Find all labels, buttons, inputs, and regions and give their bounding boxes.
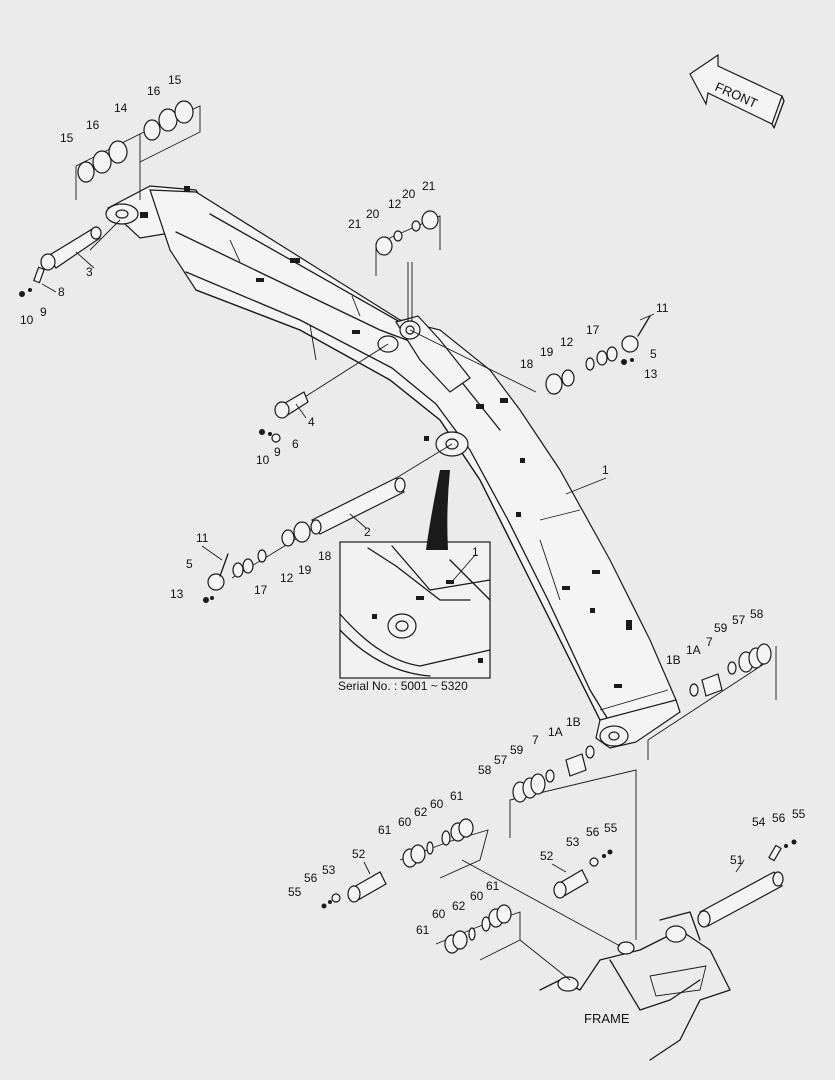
callout-label: 57 [732, 613, 746, 627]
callout-label: 9 [40, 305, 47, 319]
callout-label: 62 [452, 899, 466, 913]
callout-label: 53 [322, 863, 336, 877]
parts [19, 100, 797, 954]
callout-label: 8 [58, 285, 65, 299]
callout-label: 58 [478, 763, 492, 777]
callout-label: 12 [280, 571, 294, 585]
callout-label: 61 [416, 923, 430, 937]
callout-label: 21 [422, 179, 436, 193]
callout-label: 60 [432, 907, 446, 921]
callout-label: 5 [650, 347, 657, 361]
callout-label: 17 [254, 583, 268, 597]
callout-label: 52 [540, 849, 554, 863]
frame-label: FRAME [584, 1011, 630, 1026]
callout-label: 59 [510, 743, 524, 757]
callout-label: 60 [470, 889, 484, 903]
callout-label: 60 [430, 797, 444, 811]
callout-label: 6 [292, 437, 299, 451]
callout-label: 1A [686, 643, 701, 657]
callout-label: 17 [586, 323, 600, 337]
callout-label: 16 [86, 118, 100, 132]
callout-label: 62 [414, 805, 428, 819]
callout-label: 15 [168, 73, 182, 87]
callout-label: 9 [274, 445, 281, 459]
callout-label: 51 [730, 853, 744, 867]
callout-label: 55 [792, 807, 806, 821]
callout-label: 19 [540, 345, 554, 359]
callout-label: 19 [298, 563, 312, 577]
frame: FRAME [539, 911, 731, 1061]
callout-label: 11 [196, 531, 209, 545]
callout-label: 16 [147, 84, 161, 98]
callout-label: 13 [644, 367, 658, 381]
callout-label: 57 [494, 753, 508, 767]
callout-label: 55 [288, 885, 302, 899]
callout-label: 56 [304, 871, 318, 885]
callout-label: 15 [60, 131, 74, 145]
callout-label: 21 [348, 217, 362, 231]
callout-label: 10 [256, 453, 270, 467]
callout-label: 20 [366, 207, 380, 221]
callout-label: 1B [666, 653, 681, 667]
callout-label: 11 [656, 301, 669, 315]
callout-label: 18 [318, 549, 332, 563]
callout-label: 56 [772, 811, 786, 825]
callout-label: 59 [714, 621, 728, 635]
callout-label: 3 [86, 265, 93, 279]
callout-label: 1A [548, 725, 563, 739]
callout-label: 55 [604, 821, 618, 835]
callout-label: 61 [486, 879, 500, 893]
serial-caption: Serial No. : 5001 ~ 5320 [338, 679, 468, 693]
callout-label: 12 [388, 197, 402, 211]
inset-label: 1 [472, 545, 479, 559]
callout-label: 20 [402, 187, 416, 201]
callout-label: 60 [398, 815, 412, 829]
callout-label: 12 [560, 335, 574, 349]
callout-label: 13 [170, 587, 184, 601]
callout-label: 54 [752, 815, 766, 829]
front-arrow: FRONT [689, 53, 785, 129]
callout-label: 56 [586, 825, 600, 839]
callout-label: 58 [750, 607, 764, 621]
callout-label: 2 [364, 525, 371, 539]
callout-label: 1 [602, 463, 609, 477]
callout-label: 14 [114, 101, 128, 115]
boom-body [105, 185, 681, 749]
callout-label: 1B [566, 715, 581, 729]
guide-lines [75, 105, 777, 981]
callout-label: 7 [532, 733, 539, 747]
callout-label: 18 [520, 357, 534, 371]
label-leaders [41, 251, 745, 875]
part-labels: 15 16 14 16 15 3 8 9 10 21 20 12 20 21 1… [20, 73, 806, 937]
callout-label: 10 [20, 313, 34, 327]
serial-inset: 1 Serial No. : 5001 ~ 5320 [338, 470, 491, 693]
callout-label: 61 [378, 823, 392, 837]
callout-label: 5 [186, 557, 193, 571]
callout-label: 7 [706, 635, 713, 649]
callout-label: 61 [450, 789, 464, 803]
callout-label: 4 [308, 415, 315, 429]
callout-label: 53 [566, 835, 580, 849]
callout-label: 52 [352, 847, 366, 861]
